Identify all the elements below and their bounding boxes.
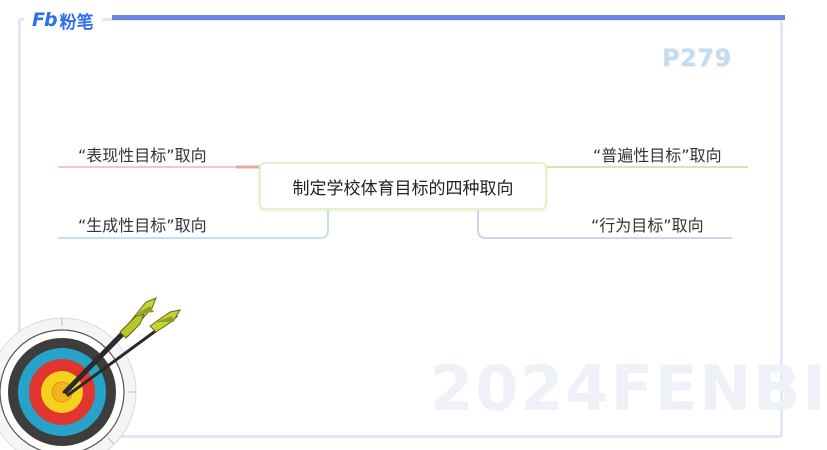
target-arrows-icon [0, 296, 194, 450]
connector-bottom-left [58, 209, 329, 239]
page-number: P279 [662, 44, 732, 72]
branch-bottom-left: “生成性目标”取向 [78, 216, 207, 235]
mindmap-center-node: 制定学校体育目标的四种取向 [259, 162, 547, 210]
slide-frame [18, 18, 783, 438]
branch-bottom-right: “行为目标”取向 [591, 216, 704, 235]
logo-text: 粉笔 [59, 12, 94, 33]
fenbi-logo: Fb 粉笔 [24, 6, 102, 34]
branch-top-left: “表现性目标”取向 [78, 146, 207, 165]
connector-bottom-right [477, 209, 732, 239]
slide-top-bar [112, 15, 785, 20]
logo-mark: Fb [32, 9, 58, 31]
mindmap-connectors [58, 165, 748, 239]
branch-top-right: “普遍性目标”取向 [593, 146, 722, 165]
watermark: 2024FENBI [430, 352, 827, 425]
